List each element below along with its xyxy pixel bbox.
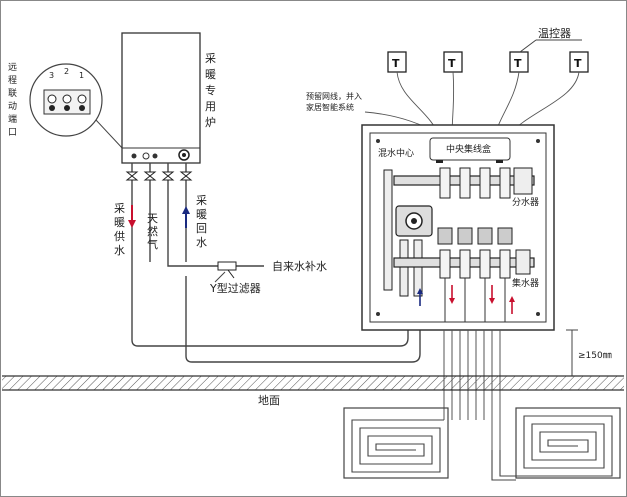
cabinet-flow-arrow-head <box>449 298 455 304</box>
air-vent <box>513 167 533 195</box>
distributor-valve <box>439 167 451 199</box>
distributor-valve <box>479 167 491 199</box>
collector-valve <box>459 249 471 279</box>
cabinet-inner <box>369 132 547 323</box>
thermostat-pointer-line <box>519 39 537 53</box>
boiler-indicator-icon <box>142 152 150 160</box>
remote-port-circle <box>29 63 103 137</box>
coil-serpentine <box>499 415 613 477</box>
valve-icon <box>125 171 139 181</box>
boiler-indicator-icon <box>152 153 158 159</box>
remote-port-label: 远程联动端口 <box>8 62 17 138</box>
y-filter-body <box>217 261 237 271</box>
clearance-label: ≥150㎜ <box>578 351 612 361</box>
cabinet-screw-icon <box>376 312 380 316</box>
manifold-cabinet: 中央集线盒 混水中心 <box>361 124 555 331</box>
heating-coil-left <box>343 407 449 479</box>
valve-icon <box>143 171 157 181</box>
boiler-label: 采暖专用炉 <box>205 52 216 129</box>
outlet-pipes <box>417 278 515 322</box>
collector-label: 集水器 <box>512 277 539 289</box>
actuator <box>497 227 513 245</box>
y-filter-leg <box>227 269 235 279</box>
network-label: 预留网线，并入家居智能系统 <box>306 91 362 112</box>
terminal-screw <box>64 105 70 111</box>
distributor-valves <box>437 167 513 279</box>
filter-label: Y型过滤器 <box>209 281 261 295</box>
terminal-number-1: 1 <box>79 71 84 80</box>
mixing-riser-pipe <box>399 239 409 297</box>
valve-icon <box>179 171 193 181</box>
boiler-indicator-icon <box>131 153 137 159</box>
collector-valve <box>439 249 451 279</box>
cabinet-screw-icon <box>376 139 380 143</box>
ground-label: 地面 <box>258 394 280 407</box>
junction-connector <box>496 160 503 163</box>
distributor-valve <box>459 167 471 199</box>
distributor-label: 分水器 <box>512 196 539 208</box>
coil-frame <box>343 407 449 479</box>
gas-label: 天然气 <box>147 212 158 251</box>
mixing-riser-pipe <box>383 169 393 291</box>
ground-hatch <box>2 376 624 390</box>
boiler-body <box>121 32 201 164</box>
return-flow-arrow-head <box>182 206 190 214</box>
collector-valve <box>499 249 511 279</box>
thermostat-letter: T <box>392 57 400 70</box>
tap-water-label: 自来水补水 <box>272 260 327 273</box>
terminal-screw <box>77 94 87 104</box>
cabinet-screw-icon <box>536 312 540 316</box>
mixing-pump-hub-icon <box>411 218 417 224</box>
terminal-screws <box>47 94 87 111</box>
mixing-riser-pipe <box>413 239 423 297</box>
remote-port-inset: 3 2 1 远程联动端口 <box>8 62 125 151</box>
actuator <box>437 227 453 245</box>
supply-pipe <box>131 163 409 347</box>
filter-pointer-line <box>214 271 226 283</box>
cabinet-flow-arrow-head <box>509 296 515 302</box>
actuator <box>457 227 473 245</box>
mixing-center-label: 混水中心 <box>378 147 414 159</box>
terminal-screw <box>79 105 85 111</box>
supply-label: 采暖供水 <box>114 202 125 257</box>
junction-connector <box>436 160 443 163</box>
air-vent <box>515 249 531 275</box>
thermostats: T T T T 温控器 <box>364 26 589 139</box>
central-junction-box <box>429 137 511 161</box>
cabinet-flow-arrow-head <box>489 298 495 304</box>
terminal-screw <box>62 94 72 104</box>
coil-serpentine <box>351 419 444 473</box>
thermostat-letter: T <box>574 57 582 70</box>
coil-connector <box>491 450 516 481</box>
boiler: 采暖专用炉 <box>121 32 216 164</box>
terminal-number-3: 3 <box>49 71 54 80</box>
return-label: 采暖回水 <box>196 194 207 249</box>
clearance-dimension: ≥150㎜ <box>566 329 612 376</box>
boiler-knob-icon <box>182 153 186 157</box>
thermostat-letter: T <box>514 57 522 70</box>
cabinet-screw-icon <box>536 139 540 143</box>
port-pointer-line <box>95 119 125 151</box>
ground: 地面 <box>2 375 624 407</box>
thermostat-label: 温控器 <box>538 26 571 40</box>
cabinet-flow-arrow-head <box>417 288 423 294</box>
distributor-valve <box>499 167 511 199</box>
heating-coil-right <box>491 407 621 481</box>
boiler-pipes <box>125 163 421 363</box>
terminal-screw <box>49 105 55 111</box>
terminal-number-2: 2 <box>64 67 69 76</box>
supply-flow-arrow-head <box>128 220 136 228</box>
coil-frame <box>515 407 621 479</box>
floor-pipes <box>443 330 501 450</box>
y-filter-icon <box>214 261 237 283</box>
central-box-label: 中央集线盒 <box>446 143 491 155</box>
actuator <box>477 227 493 245</box>
collector-valve <box>479 249 491 279</box>
thermostat-letter: T <box>448 57 456 70</box>
valve-icons <box>125 171 193 181</box>
valve-icon <box>161 171 175 181</box>
terminal-screw <box>47 94 57 104</box>
